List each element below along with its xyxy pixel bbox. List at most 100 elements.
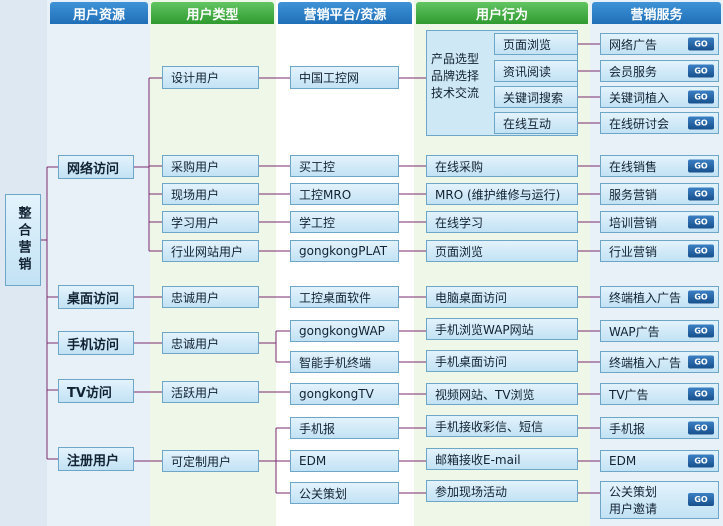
go-button[interactable]: GO bbox=[688, 493, 714, 506]
behavior-mobile-desktop: 手机桌面访问 bbox=[426, 350, 578, 372]
service-label: EDM bbox=[609, 454, 637, 468]
platform-gongkong-mro: 工控MRO bbox=[290, 183, 399, 205]
user-type-loyal-desktop: 忠诚用户 bbox=[162, 286, 259, 308]
service-label: 关键词植入 bbox=[609, 90, 670, 105]
behavior-online-learning: 在线学习 bbox=[426, 211, 578, 233]
resource-tv-access: TV访问 bbox=[58, 379, 134, 403]
go-button[interactable]: GO bbox=[688, 90, 714, 104]
user-type-design: 设计用户 bbox=[162, 66, 259, 89]
platform-learn-gongkong: 学工控 bbox=[290, 211, 399, 233]
service-keyword-placement[interactable]: 关键词植入 GO bbox=[600, 86, 719, 108]
behavior-product-selection: 产品选型 bbox=[431, 52, 480, 66]
go-button[interactable]: GO bbox=[688, 37, 714, 51]
platform-gongkong-china: 中国工控网 bbox=[290, 66, 399, 89]
user-type-industry-site: 行业网站用户 bbox=[162, 240, 259, 262]
platform-desktop-software: 工控桌面软件 bbox=[290, 286, 399, 308]
go-button[interactable]: GO bbox=[688, 64, 714, 78]
behavior-mms-sms: 手机接收彩信、短信 bbox=[426, 415, 578, 437]
root-label: 整合营销 bbox=[15, 206, 31, 274]
resource-web-access: 网络访问 bbox=[58, 155, 134, 179]
service-label-pr: 公关策划 bbox=[609, 485, 658, 499]
service-membership[interactable]: 会员服务 GO bbox=[600, 60, 719, 82]
platform-gongkongplat: gongkongPLAT bbox=[290, 240, 399, 262]
user-type-active: 活跃用户 bbox=[162, 381, 259, 403]
behavior-keyword-search: 关键词搜索 bbox=[494, 86, 578, 108]
service-tv-ads[interactable]: TV广告 GO bbox=[600, 383, 719, 405]
service-label: 培训营销 bbox=[609, 215, 658, 230]
behavior-online-purchase: 在线采购 bbox=[426, 155, 578, 177]
resource-desktop-access: 桌面访问 bbox=[58, 285, 134, 309]
platform-gongkongwap: gongkongWAP bbox=[290, 320, 399, 342]
service-wap-ads[interactable]: WAP广告 GO bbox=[600, 320, 719, 342]
service-label: 手机报 bbox=[609, 421, 646, 436]
service-mobile-newspaper[interactable]: 手机报 GO bbox=[600, 417, 719, 439]
service-online-sales[interactable]: 在线销售 GO bbox=[600, 155, 719, 177]
service-label: 网络广告 bbox=[609, 37, 658, 52]
service-label: 会员服务 bbox=[609, 64, 658, 79]
service-edm[interactable]: EDM GO bbox=[600, 450, 719, 472]
behavior-tech-exchange: 技术交流 bbox=[431, 86, 480, 100]
service-label: TV广告 bbox=[609, 387, 649, 402]
user-type-loyal-mobile: 忠诚用户 bbox=[162, 332, 259, 354]
platform-pr-planning: 公关策划 bbox=[290, 482, 399, 504]
platform-mobile-newspaper: 手机报 bbox=[290, 417, 399, 439]
service-service-marketing[interactable]: 服务营销 GO bbox=[600, 183, 719, 205]
header-user-types: 用户类型 bbox=[151, 2, 274, 24]
service-label: 服务营销 bbox=[609, 187, 658, 202]
platform-buy-gongkong: 买工控 bbox=[290, 155, 399, 177]
behavior-video-tv: 视频网站、TV浏览 bbox=[426, 383, 578, 405]
platform-edm: EDM bbox=[290, 450, 399, 472]
service-label: 终端植入广告 bbox=[609, 355, 682, 370]
behavior-online-interaction: 在线互动 bbox=[494, 112, 578, 134]
behavior-brand-selection: 品牌选择 bbox=[431, 69, 480, 83]
service-label-invite: 用户邀请 bbox=[609, 502, 658, 516]
go-button[interactable]: GO bbox=[688, 454, 714, 468]
go-button[interactable]: GO bbox=[688, 290, 714, 304]
go-button[interactable]: GO bbox=[688, 421, 714, 435]
behavior-news-read: 资讯阅读 bbox=[494, 60, 578, 82]
platform-gongkongtv: gongkongTV bbox=[290, 383, 399, 405]
user-type-customizable: 可定制用户 bbox=[162, 450, 259, 472]
col-bg-resources bbox=[47, 0, 150, 526]
go-button[interactable]: GO bbox=[688, 244, 714, 258]
resource-mobile-access: 手机访问 bbox=[58, 331, 134, 355]
header-behaviors: 用户行为 bbox=[416, 2, 588, 24]
user-type-field: 现场用户 bbox=[162, 183, 259, 205]
behavior-page-browse-1: 页面浏览 bbox=[494, 33, 578, 55]
behavior-page-browse-2: 页面浏览 bbox=[426, 240, 578, 262]
header-resources: 用户资源 bbox=[50, 2, 148, 24]
service-pr-invitation[interactable]: 公关策划 用户邀请 GO bbox=[600, 481, 719, 519]
service-training-marketing[interactable]: 培训营销 GO bbox=[600, 211, 719, 233]
go-button[interactable]: GO bbox=[688, 187, 714, 201]
go-button[interactable]: GO bbox=[688, 387, 714, 401]
service-webinar[interactable]: 在线研讨会 GO bbox=[600, 112, 719, 134]
service-terminal-ads-desktop[interactable]: 终端植入广告 GO bbox=[600, 286, 719, 308]
service-terminal-ads-mobile[interactable]: 终端植入广告 GO bbox=[600, 351, 719, 373]
platform-smartphone: 智能手机终端 bbox=[290, 351, 399, 373]
service-label: 终端植入广告 bbox=[609, 290, 682, 305]
go-button[interactable]: GO bbox=[688, 159, 714, 173]
go-button[interactable]: GO bbox=[688, 355, 714, 369]
go-button[interactable]: GO bbox=[688, 324, 714, 338]
resource-registered-users: 注册用户 bbox=[58, 447, 134, 471]
service-label: 在线销售 bbox=[609, 159, 658, 174]
service-web-ads[interactable]: 网络广告 GO bbox=[600, 33, 719, 55]
header-platforms: 营销平台/资源 bbox=[278, 2, 412, 24]
header-services: 营销服务 bbox=[592, 2, 721, 24]
behavior-email: 邮箱接收E-mail bbox=[426, 448, 578, 470]
go-button[interactable]: GO bbox=[688, 215, 714, 229]
service-label: WAP广告 bbox=[609, 324, 660, 339]
behavior-live-event: 参加现场活动 bbox=[426, 480, 578, 502]
go-button[interactable]: GO bbox=[688, 116, 714, 130]
service-industry-marketing[interactable]: 行业营销 GO bbox=[600, 240, 719, 262]
behavior-group-left: 产品选型 品牌选择 技术交流 bbox=[431, 51, 491, 102]
behavior-mro: MRO (维护维修与运行) bbox=[426, 183, 578, 205]
behavior-wap-browse: 手机浏览WAP网站 bbox=[426, 318, 578, 340]
root-integrated-marketing: 整合营销 bbox=[5, 194, 41, 286]
user-type-learning: 学习用户 bbox=[162, 211, 259, 233]
user-type-purchasing: 采购用户 bbox=[162, 155, 259, 177]
behavior-pc-desktop: 电脑桌面访问 bbox=[426, 286, 578, 308]
service-label: 行业营销 bbox=[609, 244, 658, 259]
service-label: 在线研讨会 bbox=[609, 116, 670, 131]
